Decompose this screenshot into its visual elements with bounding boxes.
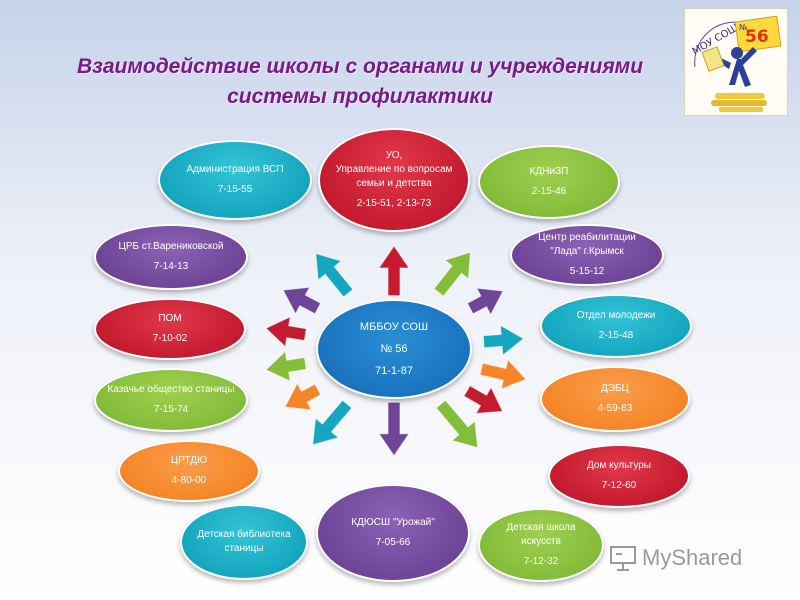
node-sport: КДЮСШ "Урожай" 7-05-66 [316, 484, 470, 582]
title-line-1: Взаимодействие школы с органами и учрежд… [76, 55, 644, 78]
school-emblem-icon: МОУ СОШ 56 № [691, 15, 782, 112]
node-pom-phone: 7-10-02 [152, 333, 188, 344]
node-culture-name: Дом культуры [587, 460, 651, 471]
node-lada: Центр реабилитации "Лада" г.Крымск 5-15-1… [510, 224, 664, 286]
node-library-name: Детская библиотека станицы [197, 529, 291, 554]
node-youth-name: Отдел молодежи [576, 310, 656, 321]
node-crb-phone: 7-14-13 [153, 261, 189, 272]
node-debc-name: ДЭБЦ [601, 383, 629, 394]
arrow-0 [378, 245, 410, 297]
node-uo: УО, Управление по вопросам семьи и детст… [318, 128, 470, 232]
node-lada-name: Центр реабилитации "Лада" г.Крымск [538, 232, 636, 257]
node-pom-name: ПОМ [158, 313, 182, 324]
center-phone: 71-1-87 [375, 365, 413, 377]
node-art-school-name: Детская школа искусств [506, 522, 576, 547]
arrow-11 [312, 399, 353, 446]
node-art-school: Детская школа искусств 7-12-32 [478, 508, 604, 582]
watermark: MyShared [608, 540, 788, 576]
node-lada-phone: 5-15-12 [569, 266, 605, 277]
node-uo-phone: 2-15-51, 2-13-73 [356, 198, 432, 209]
arrow-1 [433, 251, 471, 297]
node-admin-vsp-name: Администрация ВСП [186, 164, 284, 175]
arrow-8 [479, 358, 527, 390]
svg-text:56: 56 [745, 27, 769, 47]
arrow-10 [463, 385, 504, 414]
node-art-school-phone: 7-12-32 [523, 556, 559, 567]
node-cossack: Казачье общество станицы 7-15-74 [94, 368, 248, 432]
node-debc-phone: 4-59-83 [597, 403, 633, 414]
arrow-6 [482, 324, 525, 357]
arrow-5 [265, 316, 307, 348]
arrow-13 [435, 399, 479, 449]
arrow-4 [466, 287, 504, 316]
node-kdnizp-phone: 2-15-46 [531, 186, 567, 197]
title-line-2: системы профилактики [227, 85, 493, 108]
watermark-text: MyShared [642, 545, 743, 570]
svg-text:№: № [739, 23, 748, 32]
node-youth-phone: 2-15-48 [598, 330, 634, 341]
presentation-board-icon [610, 546, 636, 571]
arrow-9 [284, 382, 322, 411]
node-sport-name: КДЮСШ "Урожай" [351, 517, 435, 528]
center-number: № 56 [380, 343, 408, 355]
arrow-2 [315, 252, 354, 298]
node-crtdyu-phone: 4-80-00 [171, 475, 207, 486]
node-sport-phone: 7-05-66 [375, 537, 411, 548]
node-crtdyu-name: ЦРТДЮ [170, 455, 208, 466]
center-name: МББОУ СОШ [359, 321, 429, 333]
arrow-3 [282, 286, 322, 315]
node-admin-vsp: Администрация ВСП 7-15-55 [158, 140, 312, 220]
node-debc: ДЭБЦ 4-59-83 [540, 366, 690, 432]
node-culture: Дом культуры 7-12-60 [548, 444, 690, 508]
node-kdnizp: КДНиЗП 2-15-46 [478, 145, 620, 219]
node-pom: ПОМ 7-10-02 [94, 298, 246, 360]
node-culture-phone: 7-12-60 [601, 480, 637, 491]
node-youth: Отдел молодежи 2-15-48 [540, 294, 692, 358]
node-cossack-name: Казачье общество станицы [107, 384, 235, 395]
arrow-7 [265, 350, 307, 382]
node-cossack-phone: 7-15-74 [153, 404, 189, 415]
node-kdnizp-name: КДНиЗП [529, 166, 569, 177]
node-library: Детская библиотека станицы [180, 504, 308, 580]
node-crtdyu: ЦРТДЮ 4-80-00 [118, 440, 260, 502]
node-crb: ЦРБ ст.Варениковской 7-14-13 [94, 224, 248, 290]
node-uo-name: УО, Управление по вопросам семьи и детст… [335, 150, 453, 189]
node-crb-name: ЦРБ ст.Варениковской [118, 241, 224, 252]
arrow-12 [378, 401, 410, 457]
school-logo: МОУ СОШ 56 № [684, 8, 788, 116]
node-admin-vsp-phone: 7-15-55 [217, 184, 253, 195]
center-school: МББОУ СОШ № 56 71-1-87 [316, 299, 472, 399]
